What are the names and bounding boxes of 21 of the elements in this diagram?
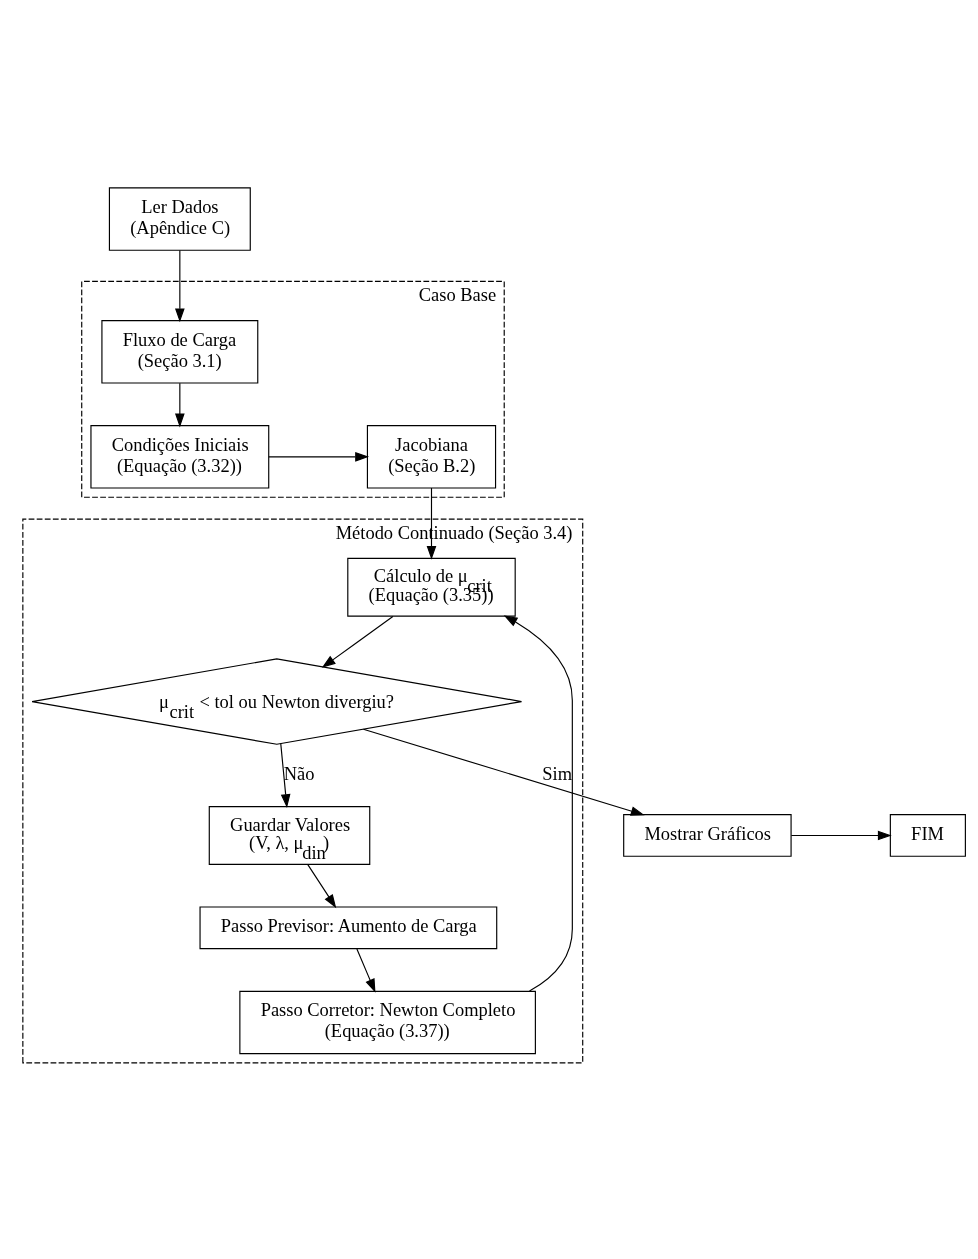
node-box: FIM bbox=[889, 813, 966, 857]
arrow bbox=[355, 947, 375, 993]
arrow bbox=[267, 451, 369, 462]
edge-label: Sim bbox=[541, 763, 572, 784]
node-box: Mostrar Gráficos bbox=[622, 813, 792, 857]
node-box: Fluxo de Carga (Seção 3.1) bbox=[100, 319, 258, 384]
arrow bbox=[174, 382, 185, 427]
arrow bbox=[279, 742, 290, 808]
node-box: Passo Previsor: Aumento de Carga bbox=[198, 905, 497, 949]
arrow bbox=[306, 863, 336, 908]
node-box: Jacobiana (Seção B.2) bbox=[366, 424, 496, 489]
arrow bbox=[790, 830, 892, 840]
arrow bbox=[503, 614, 573, 992]
node-box: Ler Dados (Apêndice C) bbox=[108, 186, 251, 251]
node-box: Condições Iniciais (Equação (3.32)) bbox=[89, 424, 269, 489]
arrow bbox=[426, 486, 436, 560]
arrow bbox=[321, 615, 393, 668]
node-box: Passo Corretor: Newton Completo (Equação (3.37)) bbox=[238, 990, 536, 1054]
edge-label: Não bbox=[283, 763, 314, 784]
arrow bbox=[362, 728, 645, 816]
arrow bbox=[174, 249, 185, 322]
